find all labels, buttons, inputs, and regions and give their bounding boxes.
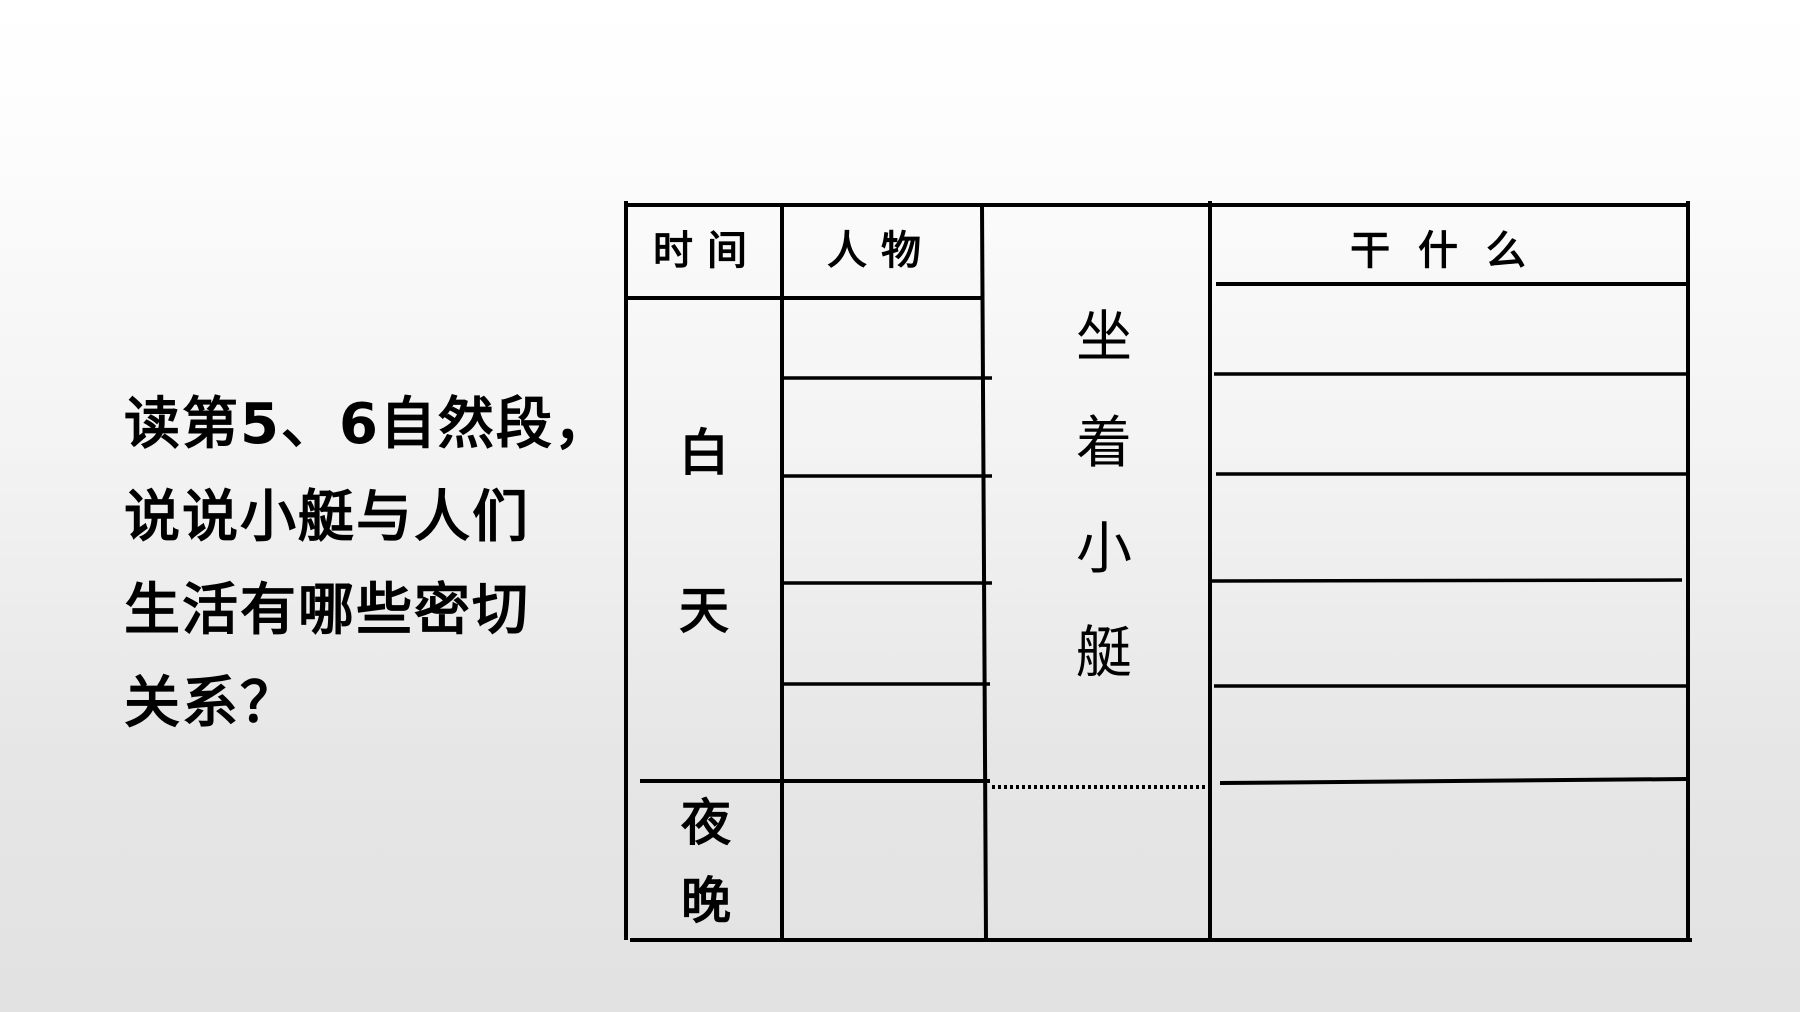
question-line-4: 关系？ [124, 671, 298, 736]
question-text: 读第5、6自然段， 说说小艇与人们 生活有哪些密切 关系？ [124, 378, 624, 750]
action-day-night-divider [1219, 777, 1689, 785]
time-day-char-2: 天 [679, 582, 729, 640]
action-row-line-3 [1211, 578, 1683, 583]
middle-char-2: 着 [1076, 411, 1132, 476]
time-night-char-1: 夜 [680, 794, 732, 852]
middle-char-4: 艇 [1076, 621, 1132, 686]
question-line-1: 读第5、6自然段， [124, 392, 612, 457]
col-divider-person-middle [980, 204, 988, 941]
middle-char-1: 坐 [1076, 305, 1132, 370]
time-night-char-2: 晚 [681, 872, 731, 930]
header-time: 时 间 [653, 228, 747, 274]
question-line-3: 生活有哪些密切 [124, 578, 530, 643]
middle-char-3: 小 [1076, 517, 1132, 582]
question-line-2: 说说小艇与人们 [124, 485, 530, 550]
time-day-char-1: 白 [679, 424, 729, 482]
header-action: 干 什 么 [1350, 228, 1526, 274]
header-person: 人 物 [827, 228, 921, 274]
